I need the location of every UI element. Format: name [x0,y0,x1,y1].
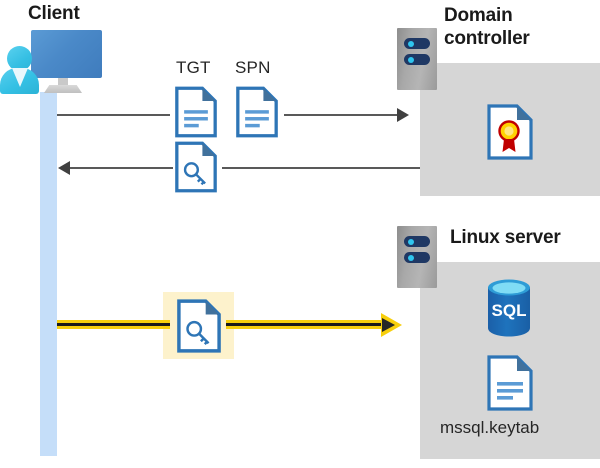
presented-ticket-key-document-icon [177,299,221,353]
domain-controller-title-line1: Domain [444,5,513,26]
server-rack-icon-linux-server [397,226,437,288]
rack-bar [404,236,430,247]
monitor-neck-icon [58,78,68,87]
flow-highlight-line-segment-2 [226,320,381,329]
sql-icon-label: SQL [492,301,527,320]
server-rack-icon-domain-controller [397,28,437,90]
flow-highlight-arrowhead [382,317,395,332]
monitor-screen-icon [31,30,102,78]
spn-document-icon [236,86,278,138]
rack-bar [404,252,430,263]
rack-led-icon [408,254,414,261]
monitor-base-icon [44,85,82,93]
label-tgt: TGT [176,58,211,77]
service-ticket-key-document-icon [175,141,217,193]
flow-request-line-segment-2 [284,114,397,116]
client-icon [0,0,110,100]
rack-led-icon [408,40,414,47]
flow-request-line-segment-1 [57,114,170,116]
page-title-linux-server: Linux server [450,227,561,248]
rack-bar [404,54,430,65]
keytab-document-icon [487,355,533,411]
tgt-document-icon [175,86,217,138]
page-title-client: Client [28,3,80,24]
person-head-icon [7,46,32,71]
rack-led-icon [408,56,414,63]
rack-bar [404,38,430,49]
flow-response-line-segment-1 [70,167,173,169]
rack-led-icon [408,238,414,245]
page-title-domain-controller: Domain controller [444,4,594,50]
sql-database-icon: SQL [483,278,535,338]
label-spn: SPN [235,58,271,77]
flow-response-line-segment-2 [222,167,420,169]
flow-request-arrowhead [397,108,409,122]
flow-highlight-line-segment-1 [57,320,170,329]
flow-response-arrowhead [58,161,70,175]
keytab-file-caption: mssql.keytab [440,418,540,437]
domain-controller-title-line2: controller [444,28,530,49]
certificate-document-icon [487,104,533,160]
client-lifeline [40,92,57,456]
